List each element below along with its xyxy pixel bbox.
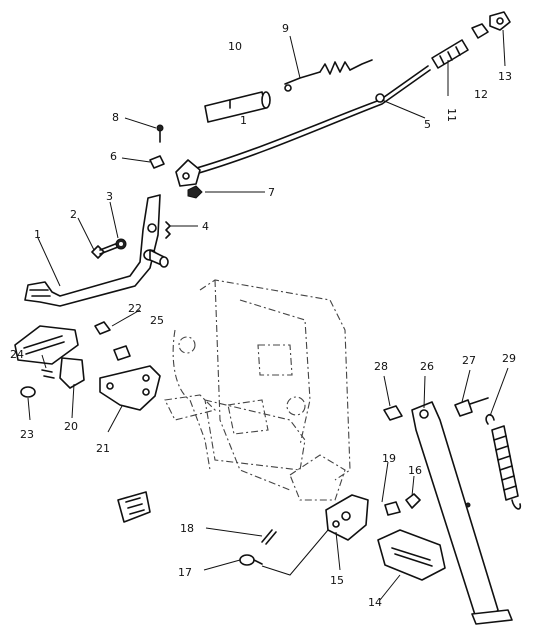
callout-7: 7 xyxy=(268,186,275,199)
callout-29: 29 xyxy=(502,352,516,365)
callout-23: 23 xyxy=(20,428,34,441)
callout-27: 27 xyxy=(462,354,476,367)
footrest-pin xyxy=(20,369,55,398)
nut xyxy=(187,185,203,199)
bolt xyxy=(91,242,119,259)
bolt-right xyxy=(384,501,401,516)
side-stand xyxy=(411,401,513,625)
callout-8: 8 xyxy=(112,111,119,124)
brake-rod xyxy=(189,65,431,176)
yamaha-tuning-fork-logo-icon xyxy=(117,491,151,523)
callout-28: 28 xyxy=(374,360,388,373)
callout-10: 10 xyxy=(228,40,242,53)
clip xyxy=(405,493,421,509)
callout-21: 21 xyxy=(96,442,110,455)
callout-5: 5 xyxy=(424,118,431,131)
lock-nut xyxy=(489,11,511,31)
callout-15: 15 xyxy=(330,574,344,587)
callout-14: 14 xyxy=(368,596,382,609)
brake-switch-body xyxy=(204,91,271,123)
callout-9: 9 xyxy=(282,22,289,35)
callout-18: 18 xyxy=(180,522,194,535)
callout-1b: 1 xyxy=(240,114,247,127)
callout-16: 16 xyxy=(408,464,422,477)
footrest-bracket xyxy=(99,365,161,411)
brake-pedal xyxy=(24,194,161,307)
adjuster-spring xyxy=(431,39,469,69)
callout-labels: 1 1 2 3 4 5 6 7 8 9 10 11 12 13 14 15 16… xyxy=(10,22,516,609)
callout-17: 17 xyxy=(178,566,192,579)
stand-nut xyxy=(383,405,403,421)
clevis xyxy=(149,155,201,187)
bracket-right xyxy=(325,494,369,541)
spring-small xyxy=(165,221,171,239)
callout-24: 24 xyxy=(10,348,24,361)
callout-6: 6 xyxy=(110,150,117,163)
frame-outline xyxy=(164,279,351,501)
callout-3: 3 xyxy=(106,190,113,203)
pin-lower xyxy=(239,554,263,566)
callout-2: 2 xyxy=(70,208,77,221)
stand-bolt xyxy=(454,397,489,417)
callout-19: 19 xyxy=(382,452,396,465)
bolt-small xyxy=(94,321,131,361)
callout-4: 4 xyxy=(202,220,209,233)
adjuster-nut xyxy=(471,23,489,39)
callout-13: 13 xyxy=(498,70,512,83)
callout-20: 20 xyxy=(64,420,78,433)
footrest-left xyxy=(14,325,85,389)
callout-25: 25 xyxy=(150,314,164,327)
callout-26: 26 xyxy=(420,360,434,373)
footrest-right xyxy=(377,529,446,581)
callout-12: 12 xyxy=(474,88,488,101)
pivot-shaft xyxy=(143,249,169,268)
callout-22: 22 xyxy=(128,302,142,315)
switch-spring xyxy=(284,59,373,92)
leader-lines xyxy=(27,29,509,601)
callout-11: 11 xyxy=(445,108,458,122)
stand-spring xyxy=(485,413,522,510)
washer xyxy=(115,238,127,250)
pin xyxy=(156,124,164,143)
cotter-pin xyxy=(261,529,277,545)
callout-1: 1 xyxy=(34,228,41,241)
